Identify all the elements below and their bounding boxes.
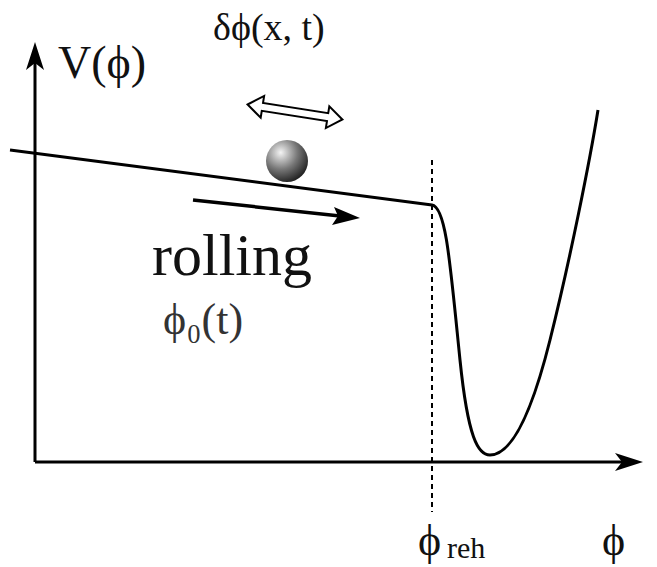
axis-label: V(ϕ) [58,40,146,86]
inflaton-ball [266,140,308,182]
field-label: ϕ₀(t) [163,298,243,342]
fluctuation-label: δϕ(x, t) [213,8,325,46]
reheating-symbol: ϕ [418,519,441,563]
reheating-subscript: reh [447,533,485,563]
fluctuation-arrow [246,94,344,131]
rolling-label: rolling [152,225,312,285]
x-axis [35,461,622,464]
y-axis-head [26,42,44,70]
y-axis [34,62,37,462]
rolling-arrow-head [332,207,360,225]
x-axis-label: ϕ [602,519,625,563]
reheating-line [431,160,433,512]
rolling-arrow [193,200,340,216]
potential-curve [10,110,598,455]
x-axis-head [615,453,643,471]
